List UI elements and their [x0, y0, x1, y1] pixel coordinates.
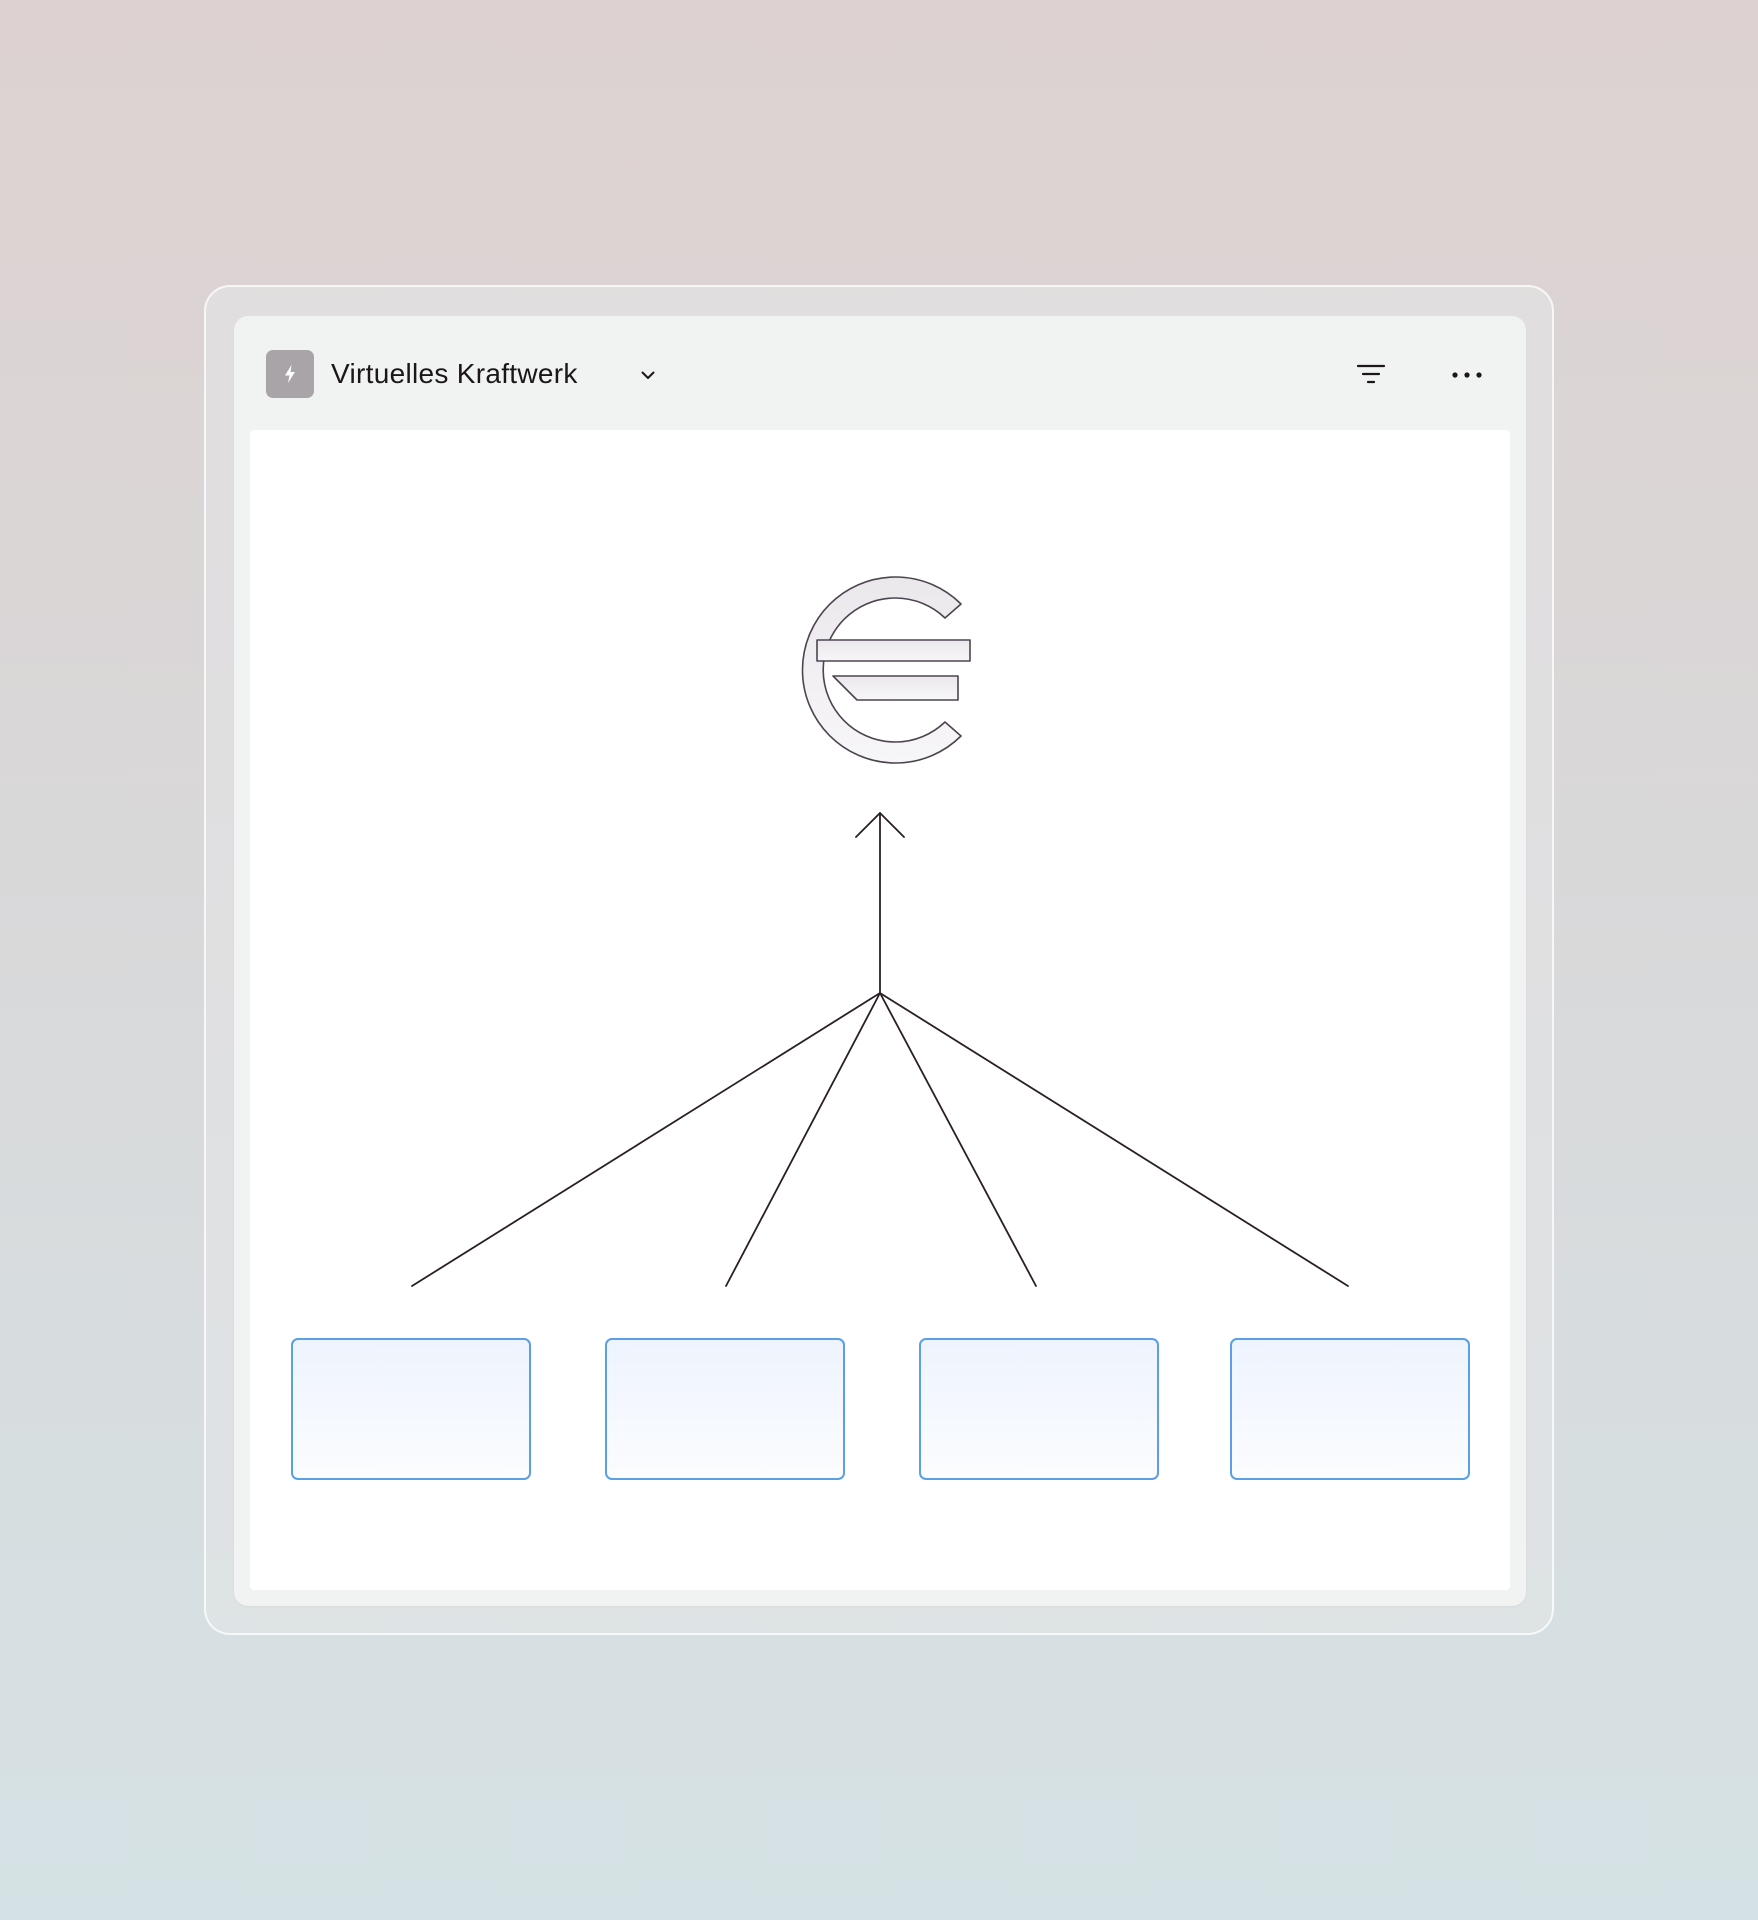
connector-line	[879, 992, 1349, 1287]
window-title: Virtuelles Kraftwerk	[331, 358, 578, 389]
euro-icon	[801, 576, 971, 764]
connector-line	[879, 992, 1037, 1287]
diagram-node[interactable]	[605, 1338, 845, 1480]
diagram-canvas	[250, 430, 1510, 1590]
arrow-up-icon	[855, 812, 905, 994]
lightning-bolt-icon	[266, 350, 314, 398]
connector-line	[411, 992, 881, 1287]
diagram-node[interactable]	[919, 1338, 1159, 1480]
diagram-svg	[411, 576, 1349, 1287]
more-horizontal-icon[interactable]	[1448, 356, 1486, 394]
filter-icon[interactable]	[1352, 356, 1390, 394]
window-header: Virtuelles Kraftwerk	[234, 316, 1526, 430]
diagram-node[interactable]	[1230, 1338, 1470, 1480]
app-window: Virtuelles Kraftwerk	[234, 316, 1526, 1606]
diagram-node[interactable]	[291, 1338, 531, 1480]
chevron-down-icon[interactable]	[634, 361, 662, 389]
connector-line	[725, 992, 881, 1287]
